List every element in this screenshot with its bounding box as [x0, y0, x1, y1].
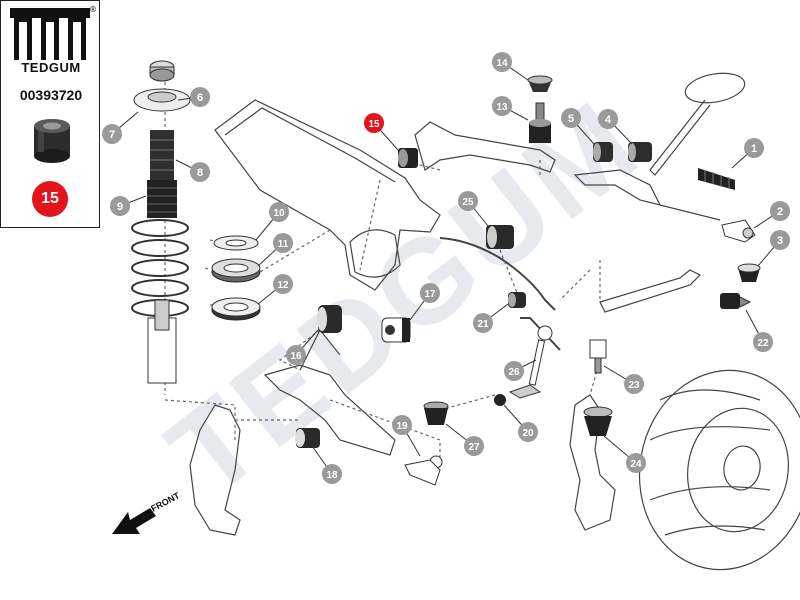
- callout-circle: [420, 283, 440, 303]
- callout-circle: [770, 201, 790, 221]
- callout-number: 15: [368, 119, 380, 130]
- callout-2: 2: [753, 201, 790, 229]
- brand-name: TEDGUM: [21, 60, 81, 75]
- strut-bearing-set: [211, 235, 261, 321]
- callout-circle: [561, 108, 581, 128]
- front-label: FRONT: [149, 490, 182, 514]
- callout-number: 25: [462, 197, 474, 208]
- callout-16: 16: [286, 329, 319, 365]
- callout-13: 13: [492, 96, 529, 121]
- callout-layer: 1234567891011121314151617181920212223242…: [102, 52, 790, 484]
- callout-circle: [286, 345, 306, 365]
- callout-number: 1: [751, 143, 757, 155]
- callout-circle: [102, 124, 122, 144]
- callout-circle: [770, 230, 790, 250]
- callout-number: 7: [109, 129, 115, 141]
- callout-number: 4: [605, 114, 612, 126]
- callout-12: 12: [257, 274, 293, 305]
- callout-number: 16: [290, 351, 302, 362]
- callout-number: 14: [496, 58, 508, 69]
- callout-11: 11: [257, 233, 293, 267]
- callout-number: 21: [477, 319, 489, 330]
- callout-number: 17: [424, 289, 436, 300]
- registered-mark: ®: [89, 5, 97, 14]
- callout-9: 9: [110, 195, 147, 216]
- callout-circle: [744, 138, 764, 158]
- callout-circle: [458, 191, 478, 211]
- strut-assembly: [131, 60, 191, 384]
- callout-19: 19: [392, 415, 421, 457]
- callout-circle: [273, 274, 293, 294]
- callout-circle: [322, 464, 342, 484]
- callout-number: 2: [777, 206, 783, 218]
- callout-17: 17: [409, 283, 440, 321]
- callout-number: 8: [197, 167, 203, 179]
- callout-23: 23: [603, 365, 644, 394]
- callout-number: 9: [117, 201, 123, 213]
- bushing-thumbnail-icon: [34, 119, 70, 163]
- callout-circle: [392, 415, 412, 435]
- callout-number: 27: [468, 442, 480, 453]
- callout-7: 7: [102, 111, 139, 144]
- product-info-panel: ® TEDGUM 00393720 15: [0, 0, 100, 228]
- callout-15: 15: [364, 113, 399, 151]
- callout-number: 12: [277, 280, 289, 291]
- callout-number: 11: [278, 239, 289, 250]
- callout-circle: [626, 453, 646, 473]
- callout-circle: [624, 374, 644, 394]
- callout-circle: [753, 332, 773, 352]
- callout-number: 26: [508, 367, 520, 378]
- callout-5: 5: [561, 108, 595, 145]
- callout-number: 5: [568, 113, 574, 125]
- front-direction-indicator: FRONT: [112, 490, 182, 534]
- bushing-parts: [295, 75, 761, 486]
- callout-circle: [110, 196, 130, 216]
- callout-8: 8: [175, 159, 210, 182]
- callout-number: 3: [777, 235, 783, 247]
- callout-circle: [518, 422, 538, 442]
- callout-circle: [473, 313, 493, 333]
- callout-circle: [190, 87, 210, 107]
- callout-number: 23: [628, 380, 640, 391]
- callout-number: 10: [273, 208, 285, 219]
- callout-22: 22: [745, 309, 773, 352]
- tedgum-logo-icon: [10, 8, 90, 60]
- callout-4: 4: [598, 109, 633, 145]
- callout-number: 20: [522, 428, 534, 439]
- callout-circle: [464, 436, 484, 456]
- callout-18: 18: [311, 445, 342, 484]
- callout-circle: [598, 109, 618, 129]
- callout-number: 13: [496, 102, 508, 113]
- callout-3: 3: [757, 230, 790, 267]
- callout-circle: [273, 233, 293, 253]
- front-arrow-icon: [112, 508, 156, 534]
- callout-circle: [492, 96, 512, 116]
- callout-14: 14: [492, 52, 529, 81]
- chassis-linework: [164, 70, 800, 571]
- callout-circle: [269, 202, 289, 222]
- callout-number: 6: [197, 92, 203, 104]
- callout-26: 26: [504, 359, 537, 381]
- highlight-badge: 15: [32, 181, 68, 217]
- callout-21: 21: [473, 303, 509, 333]
- callout-number: 19: [396, 421, 408, 432]
- part-number: 00393720: [19, 87, 83, 103]
- callout-10: 10: [255, 202, 289, 241]
- callout-25: 25: [458, 191, 489, 227]
- callout-27: 27: [445, 423, 484, 456]
- callout-24: 24: [603, 435, 646, 473]
- callout-circle: [492, 52, 512, 72]
- callout-20: 20: [503, 404, 538, 442]
- callout-6: 6: [177, 87, 210, 107]
- callout-circle: [504, 361, 524, 381]
- callout-number: 24: [630, 459, 642, 470]
- callout-circle: [364, 113, 384, 133]
- callout-circle: [190, 162, 210, 182]
- callout-number: 22: [757, 338, 769, 349]
- callout-number: 18: [326, 470, 338, 481]
- callout-1: 1: [731, 138, 764, 169]
